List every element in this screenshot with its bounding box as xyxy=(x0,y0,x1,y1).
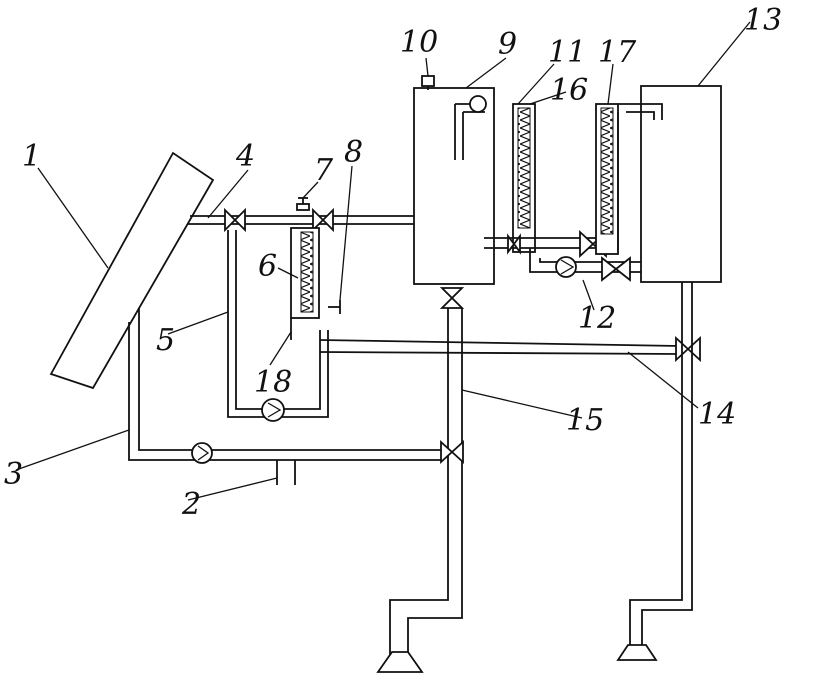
valve-lower-junction xyxy=(441,442,463,462)
pump-lower xyxy=(192,443,212,463)
label-4: 4 xyxy=(235,139,255,174)
pump-loop xyxy=(262,399,284,421)
inclined-collector-panel xyxy=(51,153,213,388)
heat-exchanger-left xyxy=(291,228,319,318)
right-vertical-pipe xyxy=(618,282,692,660)
label-5: 5 xyxy=(156,323,175,358)
branch-stub xyxy=(277,460,295,485)
label-18: 18 xyxy=(254,365,292,400)
tank-left xyxy=(414,88,494,284)
label-10: 10 xyxy=(400,25,438,60)
middle-pipe xyxy=(320,340,680,354)
label-13: 13 xyxy=(744,3,782,38)
heat-exchanger-right xyxy=(596,104,618,254)
label-1: 1 xyxy=(22,139,41,174)
upper-feed-pipe xyxy=(187,216,414,224)
label-16: 16 xyxy=(550,73,588,108)
valve-upper-left xyxy=(225,210,245,230)
vent-valve xyxy=(297,198,309,210)
label-15: 15 xyxy=(566,403,604,438)
pump-right xyxy=(556,257,576,277)
valve-upper-right xyxy=(313,210,333,230)
tank-right xyxy=(618,86,721,282)
label-2: 2 xyxy=(181,487,201,522)
label-8: 8 xyxy=(344,135,363,170)
label-9: 9 xyxy=(498,27,517,62)
valve-under-tank xyxy=(442,288,462,308)
label-17: 17 xyxy=(598,35,637,70)
label-12: 12 xyxy=(578,301,616,336)
label-7: 7 xyxy=(314,153,334,188)
temperature-probe xyxy=(328,300,340,314)
label-3: 3 xyxy=(4,457,23,492)
valve-right xyxy=(676,338,700,360)
label-11: 11 xyxy=(548,35,586,70)
label-6: 6 xyxy=(258,249,277,284)
heat-exchanger-middle xyxy=(513,104,535,252)
label-14: 14 xyxy=(698,397,736,432)
main-vertical-pipe xyxy=(378,308,462,672)
